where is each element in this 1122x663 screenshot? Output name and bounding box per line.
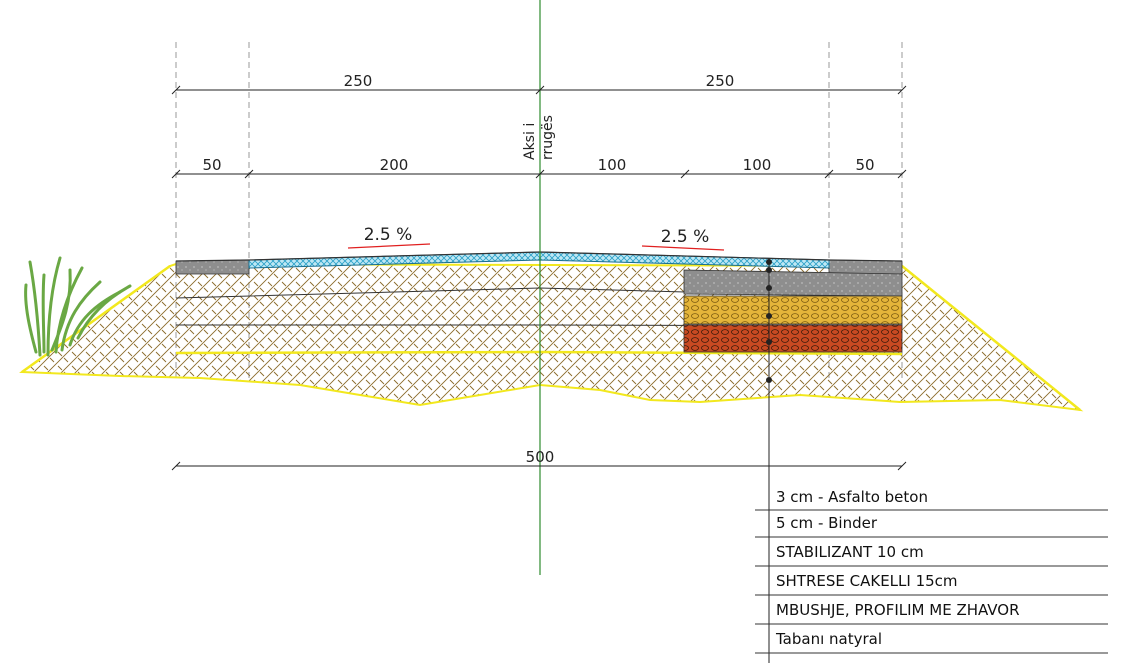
- gravel-detail-block: [683, 324, 903, 353]
- binder-detail-block: [683, 269, 903, 297]
- legend-item-gravel: SHTRESE CAKELLI 15cm: [776, 572, 958, 590]
- embankment-fill: [19, 262, 1084, 412]
- legend-item-asphalt: 3 cm - Asfalto beton: [776, 488, 928, 506]
- dim-mid-1: 50: [202, 156, 221, 174]
- axis-label-line2: rrugës: [540, 115, 556, 160]
- axis-label: Aksi i rrugës: [522, 115, 556, 160]
- slope-right-label: 2.5 %: [661, 227, 710, 247]
- slope-right-underline: [641, 245, 725, 251]
- grass-icon: [24, 256, 132, 357]
- legend-item-binder: 5 cm - Binder: [776, 514, 878, 532]
- axis-label-line1: Aksi i: [522, 123, 538, 160]
- dim-mid-5: 50: [855, 156, 874, 174]
- middle-dimension: [171, 169, 907, 179]
- dim-top-left: 250: [344, 72, 373, 90]
- slope-left-underline: [347, 243, 431, 249]
- dim-mid-3: 100: [598, 156, 627, 174]
- legend-table: [755, 509, 1108, 654]
- left-shoulder: [175, 259, 250, 275]
- bottom-dimension: [171, 461, 907, 471]
- dim-bottom-total: 500: [526, 448, 555, 466]
- dim-mid-2: 200: [380, 156, 409, 174]
- stabilizer-detail-block: [683, 295, 903, 325]
- legend-item-fill: MBUSHJE, PROFILIM ME ZHAVOR: [776, 601, 1020, 619]
- top-dimension: [171, 85, 907, 95]
- legend-item-stabilizer: STABILIZANT 10 cm: [776, 543, 924, 561]
- legend-item-natural-base: Tabanı natyral: [775, 630, 882, 648]
- right-slope-edge: [901, 265, 1081, 411]
- dim-mid-4: 100: [743, 156, 772, 174]
- dim-top-right: 250: [706, 72, 735, 90]
- right-shoulder: [828, 259, 903, 275]
- slope-left-label: 2.5 %: [364, 225, 413, 245]
